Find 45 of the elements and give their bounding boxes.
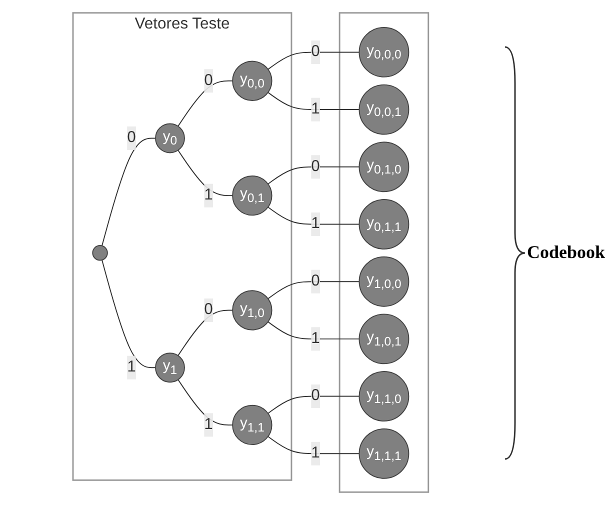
connector bbox=[101, 138, 156, 246]
connector bbox=[177, 310, 233, 356]
node-circle bbox=[92, 245, 108, 261]
node-circle: y$_{0,1,0}$ bbox=[358, 142, 409, 192]
edge-label: 1 bbox=[310, 444, 320, 462]
node-circle: y$_{0,0,1}$ bbox=[358, 84, 409, 135]
codebook-label: Codebook bbox=[526, 242, 605, 263]
node-circle: y$_{1,1,1}$ bbox=[358, 428, 409, 479]
edge-label: 1 bbox=[126, 358, 136, 376]
edge-label: 0 bbox=[310, 272, 320, 290]
connector bbox=[267, 281, 360, 300]
edge-label: 1 bbox=[310, 100, 320, 118]
connector bbox=[267, 166, 360, 184]
node-circle: y$_{1,0,1}$ bbox=[358, 314, 409, 364]
cluster bbox=[338, 12, 429, 493]
connector bbox=[101, 260, 156, 368]
connector bbox=[267, 52, 360, 70]
node-circle: y$_{1,0}$ bbox=[232, 290, 272, 330]
edge-label: 0 bbox=[204, 72, 213, 89]
edge-label: 0 bbox=[126, 129, 136, 146]
node-circle: y$_{1,1,0}$ bbox=[358, 371, 409, 422]
connector bbox=[267, 436, 360, 454]
connector bbox=[177, 150, 233, 196]
edge-label: 0 bbox=[310, 43, 320, 60]
connector bbox=[267, 321, 360, 340]
node-circle: y$_{0,0}$ bbox=[232, 60, 272, 101]
connector bbox=[177, 80, 233, 127]
edge-label: 1 bbox=[310, 215, 320, 232]
edge-label: 1 bbox=[310, 330, 320, 347]
edge-label: 0 bbox=[204, 301, 213, 318]
edge-label: 0 bbox=[310, 387, 320, 404]
node-circle: y$_{0}$ bbox=[154, 123, 185, 154]
connector bbox=[177, 379, 233, 426]
node-circle: y$_{0,1}$ bbox=[232, 175, 272, 216]
node-circle: y$_{0,0,0}$ bbox=[358, 26, 409, 78]
connector bbox=[267, 206, 360, 225]
node-circle: y$_{0,1,1}$ bbox=[358, 199, 409, 250]
node-circle: y$_{1}$ bbox=[154, 352, 185, 383]
node-circle: y$_{1,1}$ bbox=[232, 404, 272, 446]
connector bbox=[267, 396, 360, 414]
edge-label: 1 bbox=[204, 416, 213, 433]
connector bbox=[267, 92, 360, 110]
node-circle: y$_{1,0,0}$ bbox=[358, 256, 409, 307]
edge-label: 0 bbox=[310, 158, 320, 175]
edge-label: 1 bbox=[204, 186, 213, 204]
